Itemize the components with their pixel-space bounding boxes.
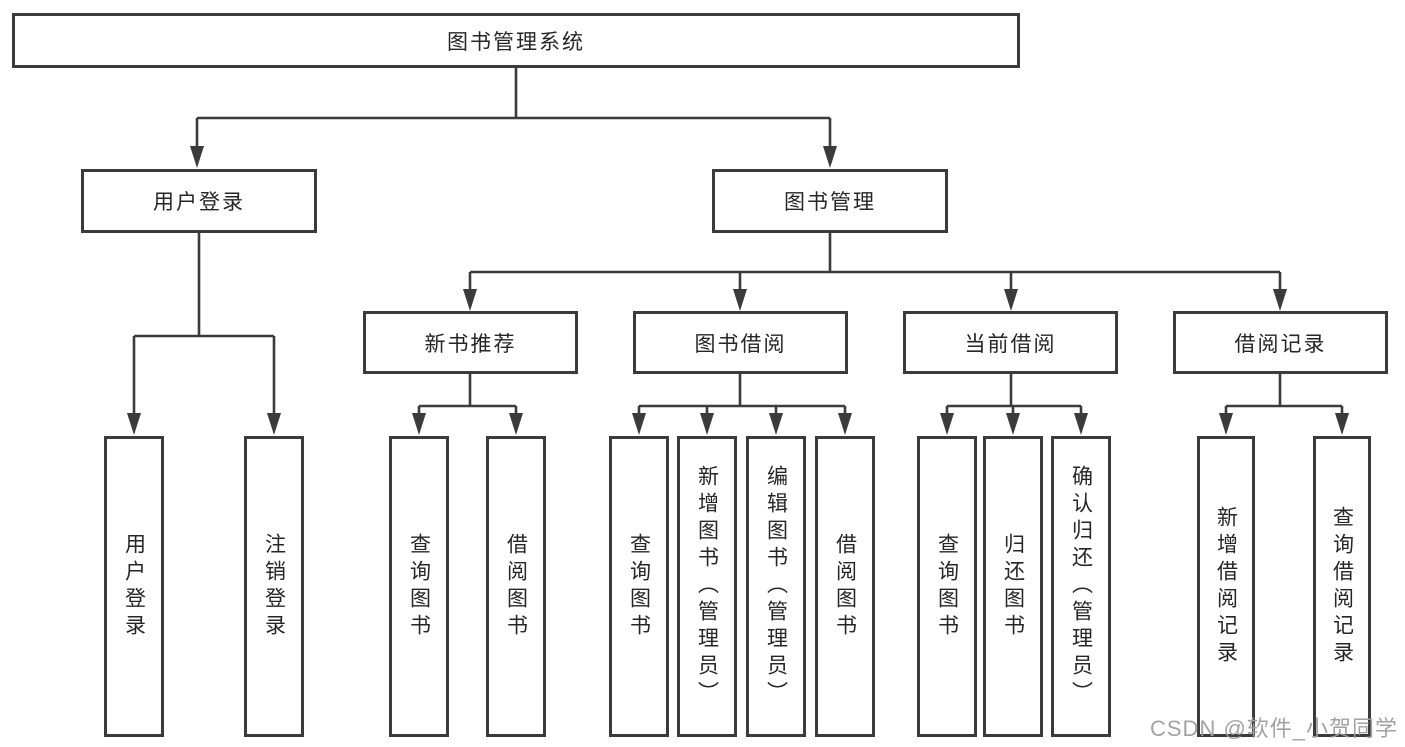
leaf-query-borrow-record-label: 查询借阅记录	[1330, 505, 1354, 668]
leaf-edit-books-admin-label: 编辑图书（管理员）	[764, 465, 788, 708]
leaf-add-books-admin-label: 新增图书（管理员）	[695, 465, 719, 708]
node-root-library-system: 图书管理系统	[12, 13, 1020, 68]
leaf-edit-books-admin: 编辑图书（管理员）	[746, 436, 806, 737]
node-user-login-branch-label: 用户登录	[153, 191, 245, 214]
leaf-logout: 注销登录	[244, 436, 304, 737]
leaf-user-login-label: 用户登录	[122, 532, 146, 641]
node-book-borrowing-label: 图书借阅	[694, 332, 787, 356]
node-current-borrowing-label: 当前借阅	[964, 332, 1057, 356]
node-new-book-recommend-label: 新书推荐	[424, 332, 517, 356]
leaf-query-books-recommend-label: 查询图书	[407, 532, 431, 641]
leaf-logout-label: 注销登录	[262, 532, 286, 641]
node-borrowing-records-label: 借阅记录	[1234, 332, 1327, 356]
arrowheads	[127, 146, 1349, 435]
leaf-add-borrow-record-label: 新增借阅记录	[1214, 505, 1238, 668]
leaf-query-books-recommend: 查询图书	[389, 436, 449, 737]
leaf-user-login: 用户登录	[104, 436, 164, 737]
node-book-management-label: 图书管理	[784, 191, 876, 214]
leaf-confirm-return-admin: 确认归还（管理员）	[1051, 436, 1111, 737]
leaf-query-borrow-record: 查询借阅记录	[1313, 436, 1371, 737]
leaf-query-books-borrowing-label: 查询图书	[627, 532, 651, 641]
leaf-borrow-books-recommend: 借阅图书	[486, 436, 546, 737]
leaf-confirm-return-admin-label: 确认归还（管理员）	[1069, 465, 1093, 708]
node-new-book-recommend: 新书推荐	[363, 311, 578, 374]
node-user-login-branch: 用户登录	[81, 169, 317, 233]
leaf-return-books: 归还图书	[983, 436, 1043, 737]
leaf-return-books-label: 归还图书	[1001, 532, 1025, 641]
csdn-watermark: CSDN @软件_小贺同学	[1150, 716, 1399, 741]
leaf-query-books-current-label: 查询图书	[935, 532, 959, 641]
node-book-management: 图书管理	[712, 169, 948, 233]
leaf-add-borrow-record: 新增借阅记录	[1197, 436, 1255, 737]
leaf-add-books-admin: 新增图书（管理员）	[677, 436, 737, 737]
node-borrowing-records: 借阅记录	[1173, 311, 1388, 374]
leaf-query-books-current: 查询图书	[917, 436, 977, 737]
node-current-borrowing: 当前借阅	[903, 311, 1118, 374]
node-root-label: 图书管理系统	[447, 30, 585, 54]
leaf-borrow-books-label: 借阅图书	[833, 532, 857, 641]
node-book-borrowing: 图书借阅	[633, 311, 848, 374]
leaf-borrow-books: 借阅图书	[815, 436, 875, 737]
leaf-borrow-books-recommend-label: 借阅图书	[504, 532, 528, 641]
leaf-query-books-borrowing: 查询图书	[609, 436, 669, 737]
